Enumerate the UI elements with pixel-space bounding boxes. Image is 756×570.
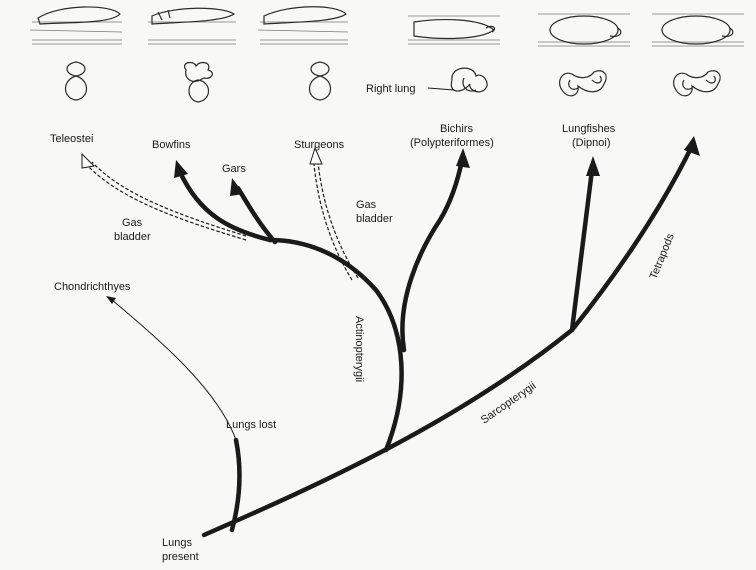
branch-actinopterygii <box>267 237 404 453</box>
label-dipnoi: (Dipnoi) <box>572 137 611 149</box>
label-teleostei: Teleostei <box>50 133 93 145</box>
label-tetrapods: Tetrapods <box>648 231 677 281</box>
label-chondrichthyes: Chondrichthyes <box>54 281 131 293</box>
bowfin-cross-section <box>184 61 213 103</box>
arrowhead-lungfishes <box>586 156 600 176</box>
lungfish-body-section <box>538 13 630 47</box>
bowfin-body-section <box>148 7 236 45</box>
bichir-cross-section <box>450 67 488 93</box>
branch-bichirs <box>400 157 465 353</box>
arrowhead-sturgeons <box>309 146 323 165</box>
branch-chondrichthyes <box>111 299 237 441</box>
label-lungs-present: Lungs <box>162 537 192 549</box>
label-gas-bladder-left-2: bladder <box>114 231 151 243</box>
sturgeon-cross-section <box>308 61 332 101</box>
label-lungs-lost: Lungs lost <box>226 419 276 431</box>
label-gas-bladder-left: Gas <box>122 217 143 229</box>
arrowhead-teleostei <box>81 152 96 169</box>
organ-illustrations <box>29 6 744 103</box>
branch-sturgeons-dashed-a <box>317 161 359 279</box>
right-lung-pointer <box>427 87 455 91</box>
arrowhead-bichirs <box>456 148 470 168</box>
tree-branches <box>85 147 693 538</box>
label-sarcopterygii: Sarcopterygii <box>479 380 538 427</box>
branch-sturgeons-dashed-b <box>313 163 353 281</box>
label-actinopterygii: Actinopterygii <box>353 316 365 382</box>
branch-lungs-lost <box>229 437 242 533</box>
branch-bowfins <box>177 169 273 243</box>
tetrapod-body-section <box>652 13 744 47</box>
teleostei-cross-section <box>64 61 88 101</box>
arrowhead-bowfins <box>174 160 188 178</box>
label-gas-bladder-right-2: bladder <box>356 213 393 225</box>
branch-teleostei-dashed-b <box>91 161 247 237</box>
label-right-lung: Right lung <box>366 83 416 95</box>
label-bichirs: Bichirs <box>440 123 474 135</box>
arrowheads <box>81 136 700 304</box>
sturgeon-body-section <box>257 6 349 45</box>
label-lungfishes: Lungfishes <box>562 123 616 135</box>
label-lungs-present-2: present <box>162 551 199 563</box>
teleostei-body-section <box>29 6 123 45</box>
label-polypteriformes: (Polypteriformes) <box>410 137 494 149</box>
label-gars: Gars <box>222 163 246 175</box>
label-gas-bladder-right: Gas <box>356 199 377 211</box>
label-bowfins: Bowfins <box>152 139 191 151</box>
branch-lungfishes <box>569 167 595 333</box>
label-sturgeons: Sturgeons <box>294 139 345 151</box>
arrowhead-chondrichthyes <box>106 296 116 304</box>
tetrapod-cross-section <box>673 70 721 97</box>
bichir-body-section <box>408 15 500 45</box>
lungfish-cross-section <box>559 70 607 97</box>
arrowhead-gars <box>230 178 244 196</box>
text-labels: Teleostei Bowfins Gars Sturgeons Bichirs… <box>50 83 677 563</box>
branch-teleostei-dashed-a <box>85 163 247 241</box>
arrowhead-tetrapods <box>684 136 700 156</box>
branch-sarcopterygii <box>201 147 693 538</box>
